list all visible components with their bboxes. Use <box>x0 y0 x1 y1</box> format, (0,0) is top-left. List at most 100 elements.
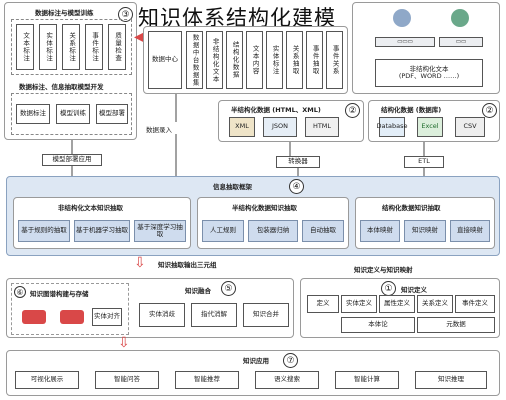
cell-event-relation: 事件关系 <box>326 31 343 89</box>
connector-convert: 转换器 <box>276 156 320 168</box>
cell-unstructured: 非结构化文本 <box>206 31 223 89</box>
step-7-badge: ⑦ <box>283 353 298 368</box>
definition-item: 属性定义 <box>379 295 415 313</box>
application-panel: 知识应用 ⑦ 可视化展示 智能问答 智能推荐 语义搜索 智能计算 知识推理 <box>6 350 500 396</box>
definition-item: 定义 <box>307 295 339 313</box>
app-reasoning: 知识推理 <box>415 371 487 389</box>
step-3-badge: ③ <box>118 7 133 22</box>
definition-panel: ① 知识定义 定义 实体定义 属性定义 关系定义 事件定义 本体论 元数据 <box>300 278 500 338</box>
location-icon <box>451 9 469 27</box>
unstructured-extract-title: 非结构化文本知识抽取 <box>58 204 123 212</box>
arrow-left-icon: ◀ <box>134 29 145 45</box>
app-search: 语义搜索 <box>255 371 319 389</box>
network-icon: Database <box>377 117 408 137</box>
module-deploy: 模型部署 <box>96 104 128 124</box>
column-5: 质量检查 <box>108 24 126 70</box>
cell-structured: 结构化数据 <box>226 31 243 89</box>
annotation-modules: 数据标注 模型训练 模型部署 <box>11 93 132 135</box>
annotation-sub-title: 数据标注、信息抽取模型开发 <box>19 83 104 91</box>
module-annotate: 数据标注 <box>16 104 50 124</box>
definition-item: 实体定义 <box>341 295 377 313</box>
connector-etl: ETL <box>404 156 444 168</box>
annotation-columns: 文本标注 实体标注 关系标注 事件标注 质量检查 <box>11 19 132 75</box>
step-5-badge: ⑤ <box>221 281 236 296</box>
app-qa: 智能问答 <box>95 371 159 389</box>
graph-node-icon <box>60 310 84 324</box>
step-2-badge-a: ② <box>345 103 360 118</box>
cloud-icon <box>393 9 411 27</box>
step-6-badge: ⑥ <box>14 286 26 298</box>
extract-knowledge-map: 知识映射 <box>404 220 446 242</box>
app-compute: 智能计算 <box>335 371 399 389</box>
hollow-arrow-down-icon: ⇩ <box>118 335 130 351</box>
source-item-2: ▭▭ <box>439 37 483 47</box>
column-2: 实体标注 <box>39 24 57 70</box>
connector-knowledge-map: 知识定义与知识映射 <box>354 266 413 274</box>
fusion-item-disambig: 实体消歧 <box>139 303 185 327</box>
structured-panel: 结构化数据 (数据库) ② Database Excel CSV <box>368 100 500 142</box>
app-recommend: 智能推荐 <box>175 371 239 389</box>
extract-auto: 自动抽取 <box>302 220 344 242</box>
html-icon: HTML <box>305 117 339 137</box>
hollow-arrow-down-icon: ⇩ <box>134 255 146 271</box>
structured-extract-title: 结构化数据知识抽取 <box>382 204 441 212</box>
annotation-panel-title: 数据标注与模型训练 <box>35 9 94 17</box>
excel-icon: Excel <box>417 117 443 137</box>
cell-dataset: 数据中台数据集 <box>186 31 203 89</box>
connector-model-app: 模型部署应用 <box>42 154 102 166</box>
step-1-badge: ① <box>381 281 396 296</box>
column-4: 事件标注 <box>85 24 103 70</box>
unstructured-title: 非结构化文本 <box>409 64 449 73</box>
cell-entity: 实体标注 <box>266 31 283 89</box>
fusion-item-coref: 指代消解 <box>191 303 237 327</box>
definition-metadata: 元数据 <box>417 317 495 333</box>
step-2-badge-b: ② <box>482 103 497 118</box>
extract-ontology-map: 本体映射 <box>360 220 400 242</box>
json-icon: JSON <box>263 117 297 137</box>
data-center-panel: 数据中心 数据中台数据集 非结构化文本 结构化数据 文本内容 实体标注 关系抽取… <box>143 26 348 94</box>
structured-extract-box: 结构化数据知识抽取 本体映射 知识映射 直接映射 <box>355 197 495 249</box>
app-visualize: 可视化展示 <box>15 371 79 389</box>
definition-ontology: 本体论 <box>341 317 415 333</box>
extract-rule: 基于规则的抽取 <box>18 220 70 242</box>
source-item-1: ▭▭▭ <box>375 37 435 47</box>
extract-ml: 基于机器学习抽取 <box>74 220 130 242</box>
cell-event: 事件抽取 <box>306 31 323 89</box>
fusion-panel: ⑥ 知识图谱构建与存储 实体对齐 知识融合 ⑤ 实体消歧 指代消解 知识合并 <box>6 278 294 338</box>
module-train: 模型训练 <box>56 104 90 124</box>
graph-node-icon <box>22 310 46 324</box>
definition-item: 关系定义 <box>417 295 453 313</box>
cell-relation: 关系抽取 <box>286 31 303 89</box>
semi-extract-title: 半结构化数据知识抽取 <box>232 204 297 212</box>
graph-store-box: 实体对齐 <box>92 308 122 326</box>
definition-item: 事件定义 <box>455 295 495 313</box>
extract-wrapper: 包装器归纳 <box>248 220 298 242</box>
unstructured-source-panel: ▭▭▭ ▭▭ 非结构化文本 (PDF、WORD ……) <box>352 2 500 94</box>
structured-title: 结构化数据 (数据库) <box>381 106 442 114</box>
xml-icon: XML <box>229 117 255 137</box>
database-icon: CSV <box>455 117 485 137</box>
step-4-badge: ④ <box>289 179 304 194</box>
column-1: 文本标注 <box>16 24 34 70</box>
semi-title: 半结构化数据 (HTML、XML) <box>231 106 321 114</box>
fusion-title: 知识融合 <box>185 287 211 295</box>
definition-title: 知识定义 <box>401 286 427 294</box>
cell-text-content: 文本内容 <box>246 31 263 89</box>
unstructured-detail: (PDF、WORD ……) <box>398 72 460 80</box>
semi-extract-box: 半结构化数据知识抽取 人工规则 包装器归纳 自动抽取 <box>197 197 349 249</box>
semi-structured-panel: 半结构化数据 (HTML、XML) ② XML JSON HTML <box>218 100 364 142</box>
annotation-panel: 数据标注与模型训练 ③ 文本标注 实体标注 关系标注 事件标注 质量检查 数据标… <box>4 2 137 140</box>
unstructured-text-box: 非结构化文本 (PDF、WORD ……) <box>375 59 483 87</box>
fusion-graph-box: ⑥ 知识图谱构建与存储 实体对齐 <box>11 283 129 335</box>
application-title: 知识应用 <box>243 357 269 365</box>
extract-dl: 基于深度学习抽取 <box>134 220 186 242</box>
extraction-band-title: 信息抽取框架 <box>213 183 252 191</box>
unstructured-extract-box: 非结构化文本知识抽取 基于规则的抽取 基于机器学习抽取 基于深度学习抽取 <box>13 197 191 249</box>
data-center-box: 数据中心 <box>148 31 182 89</box>
extract-manual-rule: 人工规则 <box>202 220 244 242</box>
extraction-band: 信息抽取框架 ④ 非结构化文本知识抽取 基于规则的抽取 基于机器学习抽取 基于深… <box>6 176 500 256</box>
connector-data-entry: 数据录入 <box>146 126 172 134</box>
column-3: 关系标注 <box>62 24 80 70</box>
fusion-left-title: 知识图谱构建与存储 <box>30 290 89 298</box>
